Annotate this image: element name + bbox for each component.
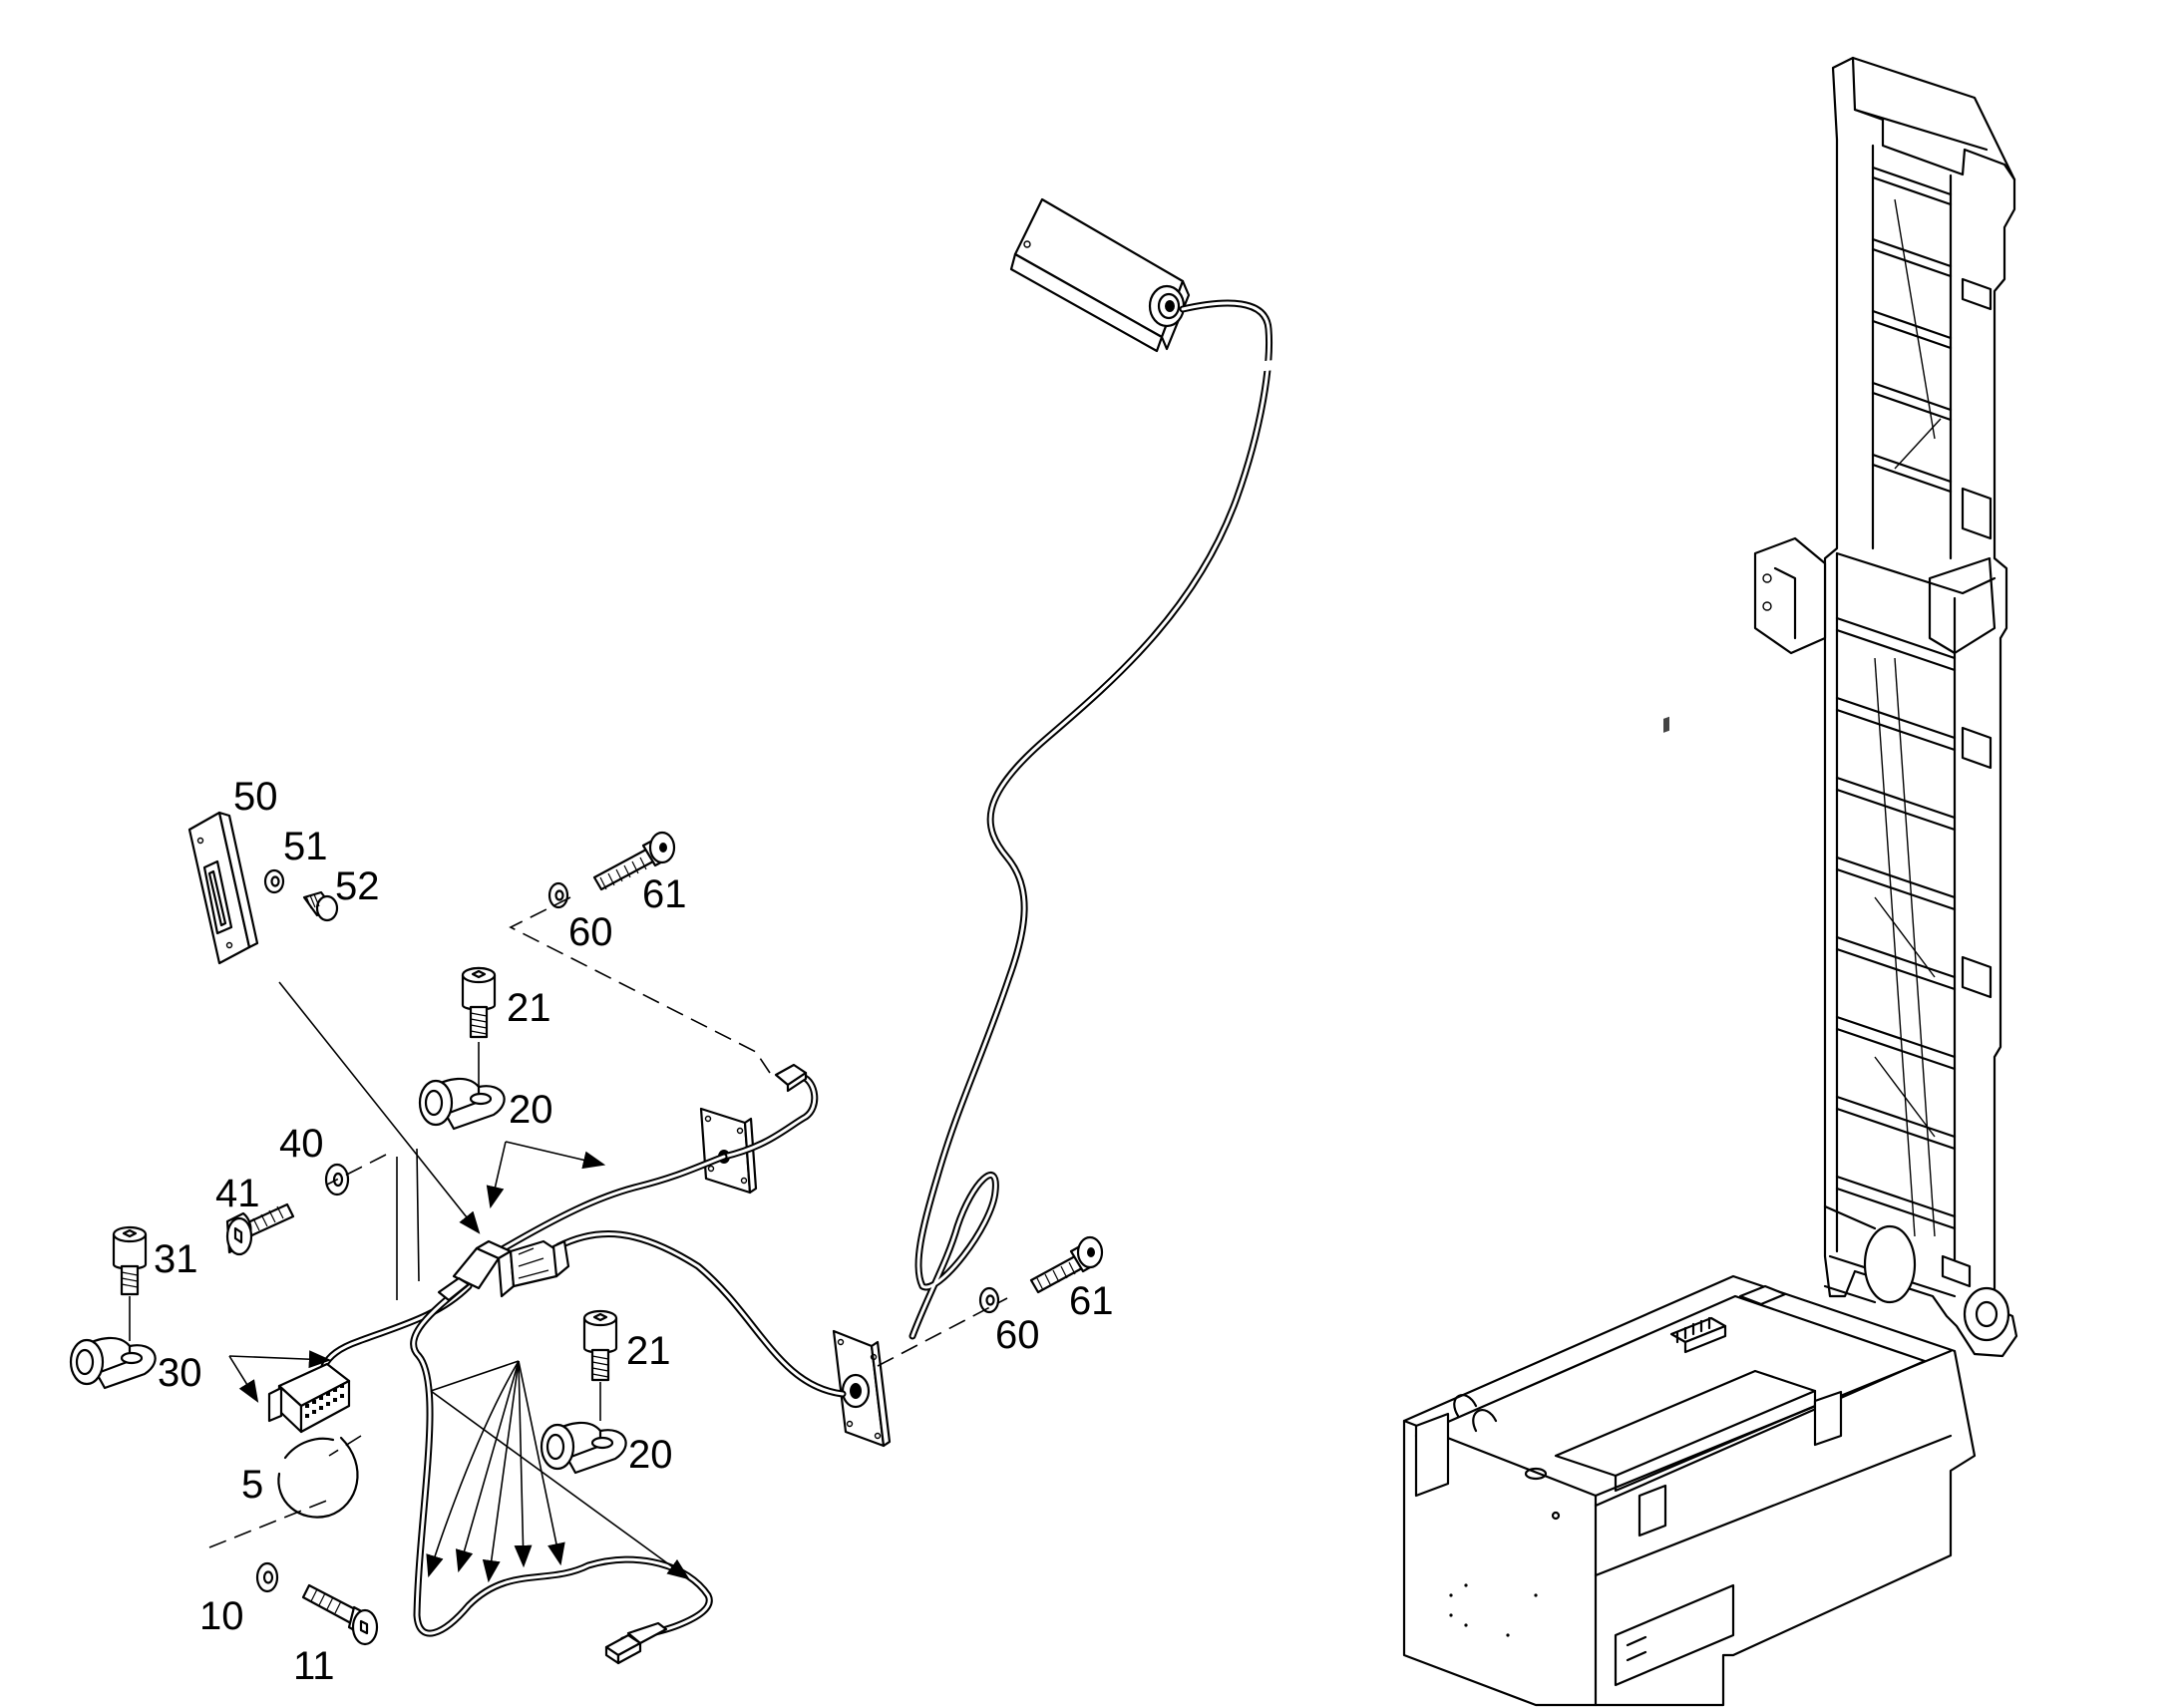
screw-21-lower: [582, 1309, 618, 1382]
washer-51: [263, 868, 285, 894]
bolt-61-upper: [592, 831, 676, 891]
callout-51: 51: [283, 825, 328, 868]
callout-11: 11: [293, 1644, 335, 1688]
upper-mounting-plate: [699, 1063, 819, 1195]
callout-labels: 50 51 52 61 60 21 20 40 41 31 30 5 21 20…: [154, 775, 1114, 1688]
retaining-ring-5: [277, 1436, 359, 1519]
callout-10: 10: [199, 1594, 244, 1638]
screw-21-upper: [461, 966, 497, 1039]
clamp-30: [69, 1336, 157, 1390]
clamp-20-lower: [540, 1421, 627, 1475]
callout-40: 40: [279, 1122, 324, 1166]
callout-30: 30: [158, 1351, 202, 1395]
callout-20-lower: 20: [628, 1433, 673, 1477]
clamp-20-upper: [418, 1077, 506, 1131]
callout-20-upper: 20: [509, 1088, 553, 1132]
screw-31: [112, 1225, 148, 1296]
sensor-connector: [1148, 284, 1186, 328]
sensor-cable: [908, 299, 1275, 1340]
screw-11: [301, 1583, 379, 1646]
central-connector: [437, 1239, 570, 1302]
callout-21-upper: 21: [507, 986, 551, 1030]
callout-5: 5: [241, 1463, 263, 1507]
bolt-61-lower: [1029, 1235, 1104, 1294]
callout-50: 50: [233, 775, 278, 819]
pigtail-connector: [774, 1063, 808, 1093]
callout-31: 31: [154, 1237, 198, 1281]
right-mounting-plate: [832, 1329, 892, 1448]
machine-assembly: [1402, 56, 2018, 1707]
callout-61-lower: 61: [1069, 1279, 1114, 1323]
screw-52: [302, 890, 339, 922]
callout-61-upper: 61: [642, 872, 687, 916]
callout-21-lower: 21: [626, 1329, 671, 1373]
assembly-lines: [129, 896, 1008, 1583]
sensor-box: [1009, 197, 1191, 353]
washer-10: [255, 1561, 279, 1593]
callout-41: 41: [215, 1172, 260, 1215]
cover-plate-50: [187, 811, 259, 965]
main-harness: [320, 1153, 847, 1644]
callout-52: 52: [335, 864, 380, 908]
callout-60-upper: 60: [568, 910, 613, 954]
screw-41: [225, 1202, 295, 1256]
washer-60-lower: [978, 1286, 1000, 1314]
multipin-connector: [267, 1362, 351, 1434]
callout-60-lower: 60: [995, 1313, 1040, 1357]
small-plug-connector: [604, 1621, 668, 1665]
